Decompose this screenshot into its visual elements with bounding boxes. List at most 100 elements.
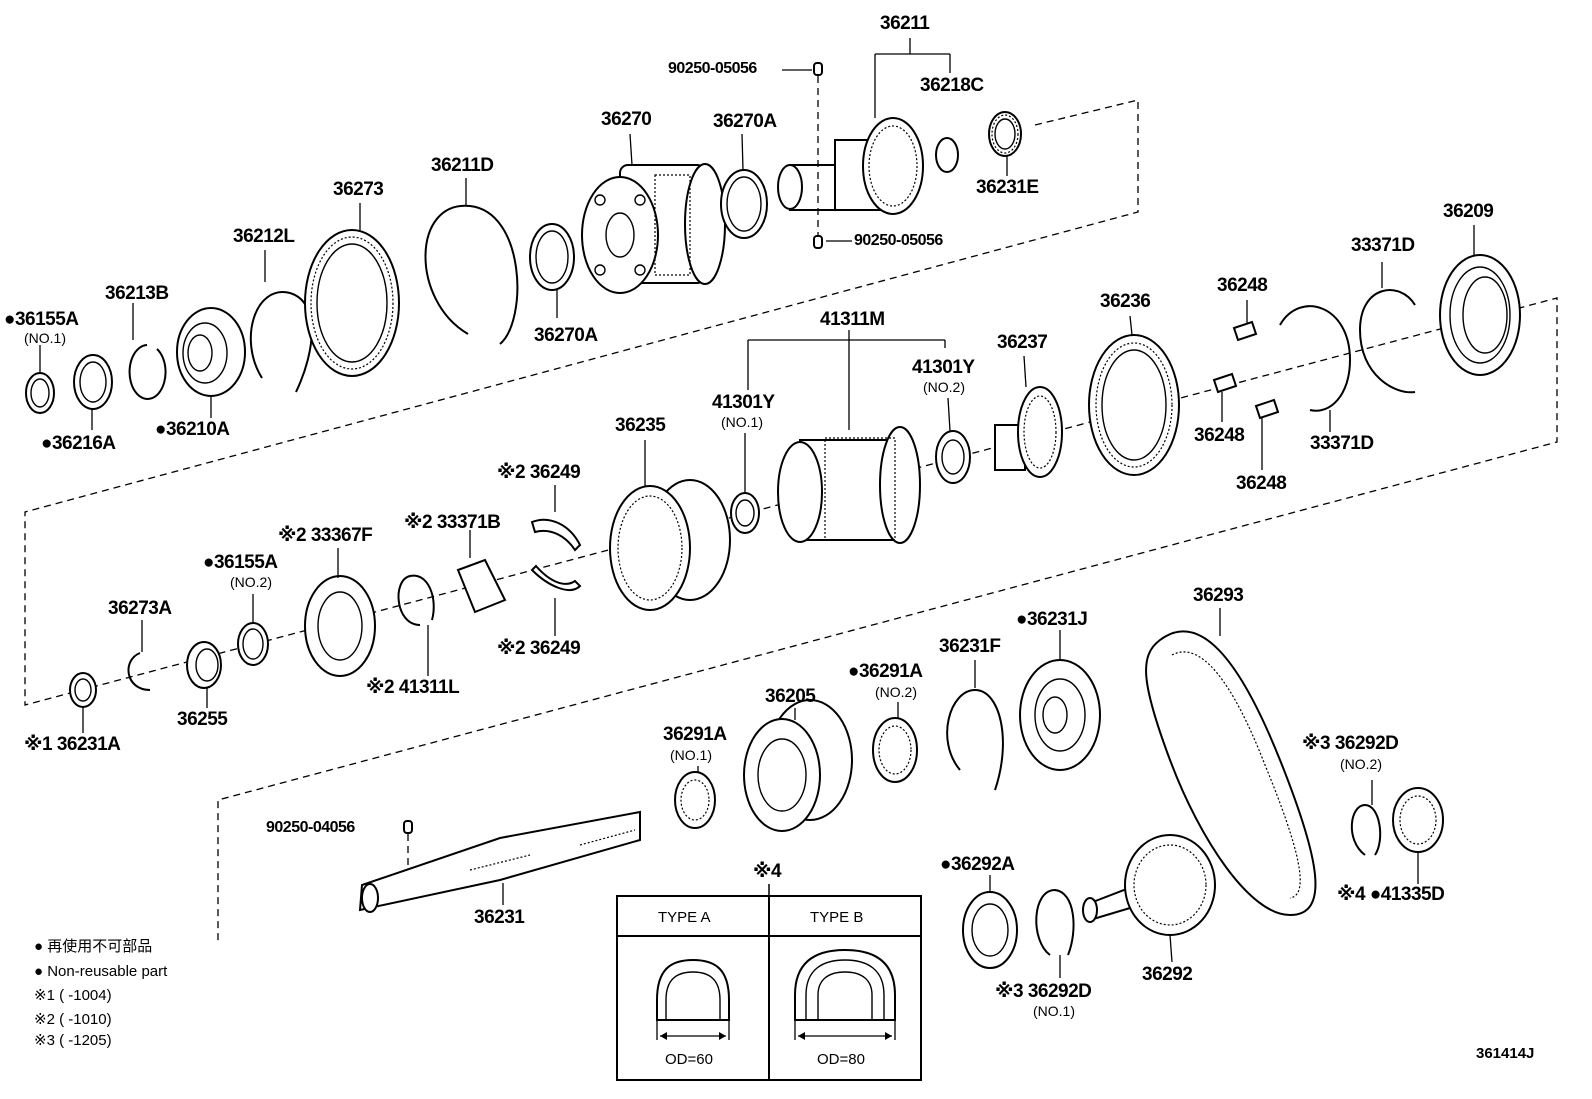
label-36292D-no2-sub: (NO.2) xyxy=(1340,756,1382,772)
part-41301Y-no2 xyxy=(935,430,971,484)
label-36291A-no2-sub: (NO.2) xyxy=(875,684,917,700)
label-36255: 36255 xyxy=(177,709,228,730)
part-36270A-lower xyxy=(529,223,575,291)
label-36237: 36237 xyxy=(997,332,1048,353)
label-41311L: ※2 41311L xyxy=(366,677,460,698)
label-90250-04056: 90250-04056 xyxy=(266,819,355,836)
type-b-header: TYPE B xyxy=(810,909,864,926)
part-36291A-no1 xyxy=(674,771,716,829)
assembly-boundary-line xyxy=(24,99,1558,943)
part-36216A xyxy=(73,354,113,410)
label-36231A: ※1 36231A xyxy=(24,734,121,755)
label-90250-05056-bottom: 90250-05056 xyxy=(854,232,943,249)
label-36292: 36292 xyxy=(1142,964,1193,985)
part-36213B xyxy=(128,344,167,400)
label-36292A: ●36292A xyxy=(940,854,1015,875)
part-41311M xyxy=(777,426,921,544)
part-36237 xyxy=(994,386,1063,478)
label-36231: 36231 xyxy=(474,907,525,928)
bolts-90250-05056 xyxy=(813,62,823,249)
legend-non-reusable-jp: ● 再使用不可部品 xyxy=(34,938,153,955)
label-33367F: ※2 33367F xyxy=(278,525,373,546)
label-41301Y-no1-sub: (NO.1) xyxy=(721,414,763,430)
label-36291A-no1: 36291A xyxy=(663,724,727,745)
type-table xyxy=(616,884,922,1081)
part-33371B xyxy=(456,558,507,614)
legend-note-3: ※3 ( -1205) xyxy=(34,1032,112,1049)
legend-note-2: ※2 ( -1010) xyxy=(34,1011,112,1028)
label-36231J: ●36231J xyxy=(1016,609,1088,630)
legend-non-reusable-en: ● Non-reusable part xyxy=(34,963,168,980)
type-a-header: TYPE A xyxy=(658,909,711,926)
part-33371D-lower xyxy=(1279,305,1352,412)
label-36212L: 36212L xyxy=(233,226,295,247)
label-36248-c: 36248 xyxy=(1236,473,1287,494)
part-36210A xyxy=(176,307,246,397)
part-36293-drive-chain xyxy=(1145,630,1317,917)
label-41301Y-no2-sub: (NO.2) xyxy=(923,379,965,395)
part-36270A-upper xyxy=(720,169,768,239)
label-36292D-no1-sub: (NO.1) xyxy=(1033,1003,1075,1019)
part-36155A-no1 xyxy=(25,372,55,414)
label-36270A-bottom: 36270A xyxy=(534,325,598,346)
part-36255 xyxy=(186,641,222,689)
part-36292D-no1 xyxy=(1035,888,1075,956)
label-36155A-no1-sub: (NO.1) xyxy=(24,330,66,346)
label-36155A-no2: ●36155A xyxy=(203,552,278,573)
part-36236 xyxy=(1088,334,1180,476)
part-36211-output-shaft xyxy=(777,117,924,215)
label-36293: 36293 xyxy=(1193,585,1244,606)
part-36292-driven-sprocket xyxy=(1082,834,1216,936)
part-36231J xyxy=(1019,659,1101,771)
label-36155A-no2-sub: (NO.2) xyxy=(230,574,272,590)
part-36249-pair xyxy=(530,518,582,591)
label-36249-top: ※2 36249 xyxy=(497,462,581,483)
label-36270A-top: 36270A xyxy=(713,111,777,132)
part-36155A-no2 xyxy=(237,622,269,666)
part-36270-planetary-carrier xyxy=(581,163,726,294)
label-36292D-no1: ※3 36292D xyxy=(995,981,1092,1002)
label-36270: 36270 xyxy=(601,109,652,130)
label-36291A-no2: ●36291A xyxy=(848,661,923,682)
part-36235 xyxy=(609,479,731,611)
label-36209: 36209 xyxy=(1443,201,1494,222)
part-33371D-upper xyxy=(1358,289,1416,394)
label-33371B: ※2 33371B xyxy=(404,512,501,533)
label-36216A: ●36216A xyxy=(41,433,116,454)
label-36236: 36236 xyxy=(1100,291,1151,312)
type-a-od: OD=60 xyxy=(665,1051,713,1068)
part-36292A xyxy=(962,891,1018,969)
label-36210A: ●36210A xyxy=(155,419,230,440)
part-33367F xyxy=(304,575,376,677)
part-36209 xyxy=(1439,254,1521,376)
label-41335D: ※4 ●41335D xyxy=(1337,884,1445,905)
label-36155A-no1: ●36155A xyxy=(4,309,79,330)
label-36231F: 36231F xyxy=(939,636,1001,657)
part-36211D xyxy=(424,204,519,345)
part-36292D-no2 xyxy=(1350,803,1382,856)
bolt-90250-04056 xyxy=(403,820,413,865)
label-36231E: 36231E xyxy=(976,177,1039,198)
part-36231-input-shaft xyxy=(358,810,641,913)
label-36211: 36211 xyxy=(880,13,930,34)
leader-lines xyxy=(39,38,1475,978)
label-36273A: 36273A xyxy=(108,598,172,619)
part-36273 xyxy=(304,229,400,377)
part-41311L xyxy=(397,574,435,626)
part-36231E xyxy=(988,111,1022,157)
label-33371D-top: 33371D xyxy=(1351,235,1415,256)
label-41311M: 41311M xyxy=(820,309,885,330)
label-41301Y-no2: 41301Y xyxy=(912,357,975,378)
label-90250-05056-top: 90250-05056 xyxy=(668,60,757,77)
label-36249-bottom: ※2 36249 xyxy=(497,638,581,659)
diagram-id: 361414J xyxy=(1476,1045,1535,1062)
label-ref-4: ※4 xyxy=(753,861,782,882)
part-36248-clips xyxy=(1212,320,1280,420)
part-36231A xyxy=(69,672,97,708)
type-b-bearing-icon xyxy=(794,948,896,1040)
label-36292D-no2: ※3 36292D xyxy=(1302,733,1399,754)
label-36248-b: 36248 xyxy=(1194,425,1245,446)
legend-note-1: ※1 ( -1004) xyxy=(34,987,112,1004)
label-36248-a: 36248 xyxy=(1217,275,1268,296)
